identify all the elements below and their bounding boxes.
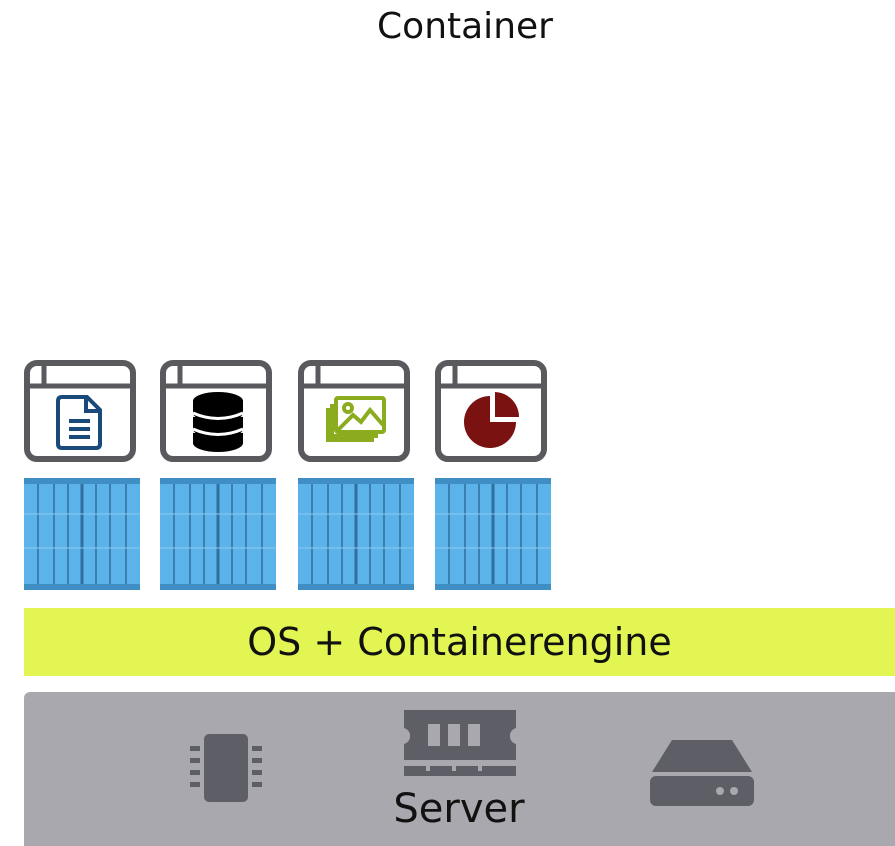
app-window-database	[160, 360, 272, 462]
cpu-chip-icon	[190, 734, 262, 802]
diagram-title: Container	[377, 6, 553, 47]
server-layer: Server	[24, 692, 895, 846]
pie-chart-icon	[464, 392, 519, 448]
ram-module-icon	[404, 710, 516, 776]
shipping-container	[160, 478, 276, 590]
image-gallery-icon	[326, 396, 386, 442]
document-icon	[56, 395, 102, 450]
app-window-document	[24, 360, 136, 462]
shipping-container	[24, 478, 140, 590]
os-container-engine-layer: OS + Containerengine	[24, 608, 895, 676]
shipping-container	[435, 478, 551, 590]
app-window-images	[298, 360, 410, 462]
shipping-container	[298, 478, 414, 590]
hard-drive-icon	[650, 740, 754, 806]
server-label: Server	[393, 786, 525, 832]
app-window-chart	[435, 360, 547, 462]
database-icon	[192, 392, 244, 452]
